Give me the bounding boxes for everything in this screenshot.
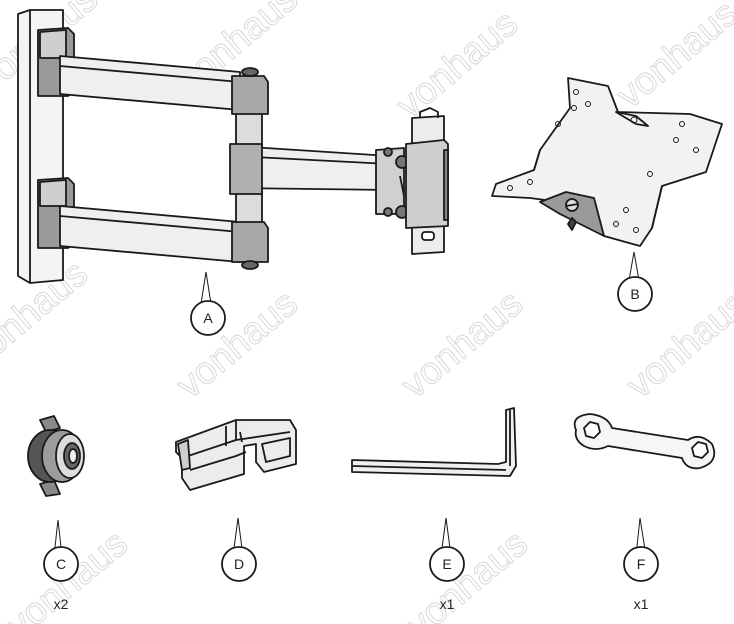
callout-d: D: [221, 517, 257, 582]
part-b-vesa-plate: [491, 77, 723, 247]
part-e-allen-key: [351, 407, 517, 477]
callout-e: E x1: [429, 517, 465, 612]
callout-b: B: [617, 251, 653, 312]
callout-d-label: D: [234, 556, 244, 572]
part-a-wall-arm: [17, 9, 449, 284]
watermark-text: vonhaus: [399, 522, 536, 624]
watermark-text: vonhaus: [394, 282, 531, 407]
callout-f-label: F: [637, 556, 646, 572]
callout-b-label: B: [630, 286, 639, 302]
part-d-cable-clip: [175, 419, 297, 491]
quantity-e: x1: [440, 596, 455, 612]
callout-f: F x1: [623, 517, 659, 612]
callout-c: C x2: [43, 519, 79, 612]
part-c-spacer: [27, 415, 85, 497]
callout-a: A: [190, 271, 226, 336]
callout-a-label: A: [203, 310, 213, 326]
part-f-wrench: [573, 413, 716, 470]
watermark-text: vonhaus: [169, 282, 306, 407]
watermark-text: vonhaus: [609, 0, 734, 117]
quantity-f: x1: [634, 596, 649, 612]
callout-e-label: E: [442, 556, 451, 572]
quantity-c: x2: [54, 596, 69, 612]
watermark-text: vonhaus: [389, 2, 526, 127]
callout-c-label: C: [56, 556, 66, 572]
